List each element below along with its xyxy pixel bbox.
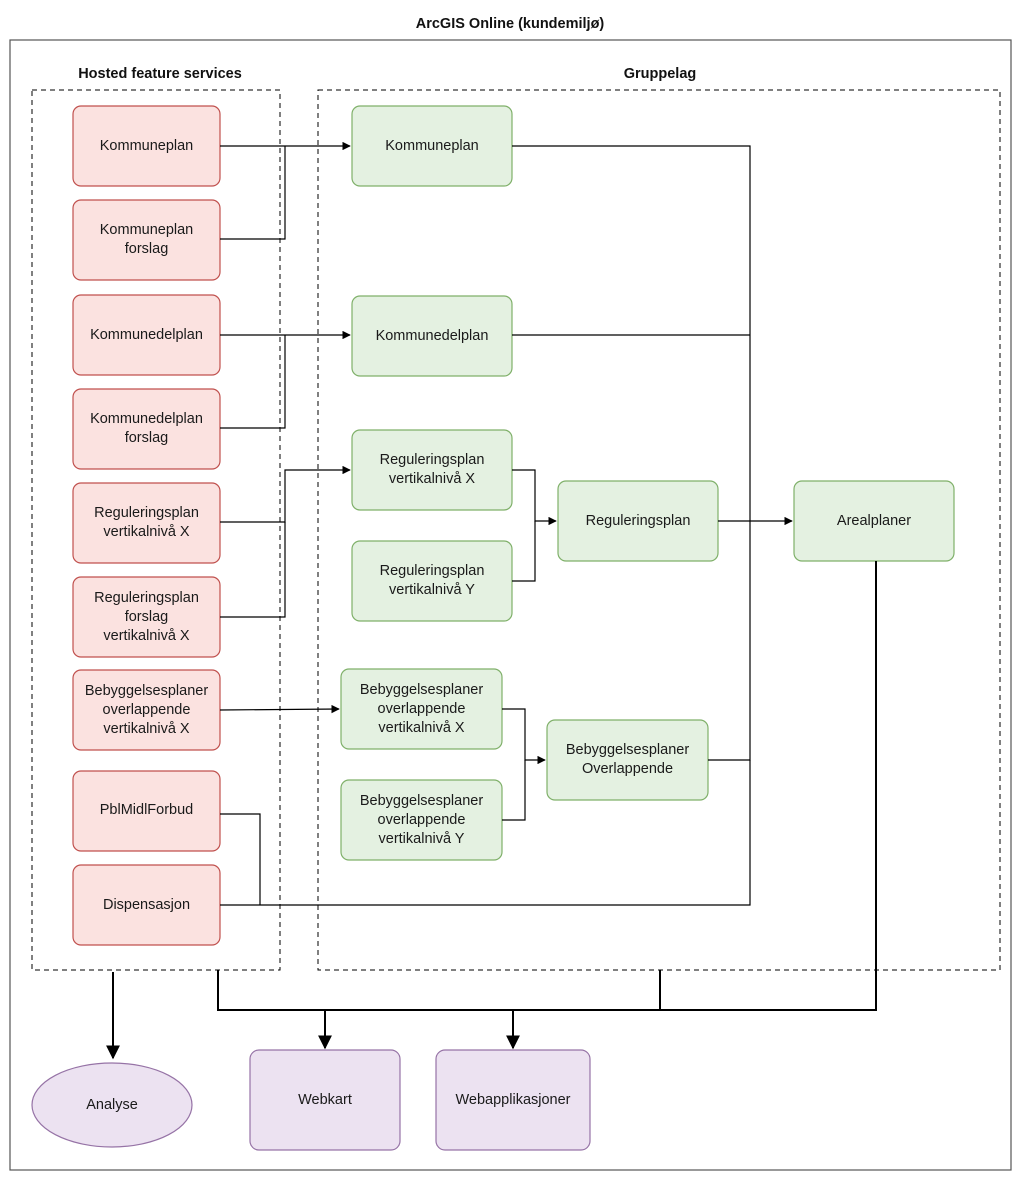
edge-reguleringsplan-y-merge: [512, 521, 536, 582]
edge-kommuneplan-arealplaner: [512, 145, 751, 521]
edge-hosted-bus: [217, 970, 660, 1011]
hosted-kommunedelplan-box[interactable]: [72, 294, 221, 376]
edge-reguleringsplan-forslag-x: [220, 522, 286, 618]
gruppelag-group-title: Gruppelag: [623, 66, 697, 82]
group-bebyggelsesplaner-y-box[interactable]: [340, 779, 503, 861]
edge-bebyggelsesplaner-x-merge: [502, 708, 546, 765]
group-bebyggelsesplaner-x-box[interactable]: [340, 668, 503, 750]
edge-kommunedelplan-forslag: [220, 335, 286, 429]
hosted-dispensasjon-box[interactable]: [72, 864, 221, 946]
output-webkart-box[interactable]: [249, 1049, 401, 1151]
hosted-kommunedelplan-forslag-box[interactable]: [72, 388, 221, 470]
hosted-reguleringsplan-forslag-x-box[interactable]: [72, 576, 221, 658]
hosted-bebyggelsesplaner-x-box[interactable]: [72, 669, 221, 751]
edge-dispensasjon-arealplaner: [220, 760, 751, 906]
hosted-kommuneplan-forslag-box[interactable]: [72, 199, 221, 281]
edge-reguleringsplan-x-merge: [512, 469, 557, 526]
output-analyse-ellipse[interactable]: [31, 1062, 193, 1148]
group-bebyggelsesplaner-overlappende-box[interactable]: [546, 719, 709, 801]
edge-reguleringsplan-x: [220, 465, 351, 523]
group-arealplaner-box[interactable]: [793, 480, 955, 562]
hosted-pblmidlforbud-box[interactable]: [72, 770, 221, 852]
diagram-title: ArcGIS Online (kundemiljø): [415, 16, 605, 32]
edge-bebyggelsesplaner-x: [219, 704, 340, 714]
group-reguleringsplan-x-box[interactable]: [351, 429, 513, 511]
output-webapplikasjoner-box[interactable]: [435, 1049, 591, 1151]
hosted-reguleringsplan-x-box[interactable]: [72, 482, 221, 564]
edge-pblmidlforbud-arealplaner: [220, 813, 261, 905]
edge-kommuneplan-forslag: [220, 146, 286, 240]
hosted-group-title: Hosted feature services: [78, 66, 242, 82]
hosted-kommuneplan-box[interactable]: [72, 105, 221, 187]
edge-arealplaner-bus: [660, 561, 877, 1011]
group-reguleringsplan-box[interactable]: [557, 480, 719, 562]
edge-bebyggelsesplaner-y-merge: [502, 760, 526, 821]
group-reguleringsplan-y-box[interactable]: [351, 540, 513, 622]
outer-container: [9, 39, 1012, 1171]
group-kommunedelplan-box[interactable]: [351, 295, 513, 377]
hosted-group-box: [31, 89, 281, 971]
group-kommuneplan-box[interactable]: [351, 105, 513, 187]
